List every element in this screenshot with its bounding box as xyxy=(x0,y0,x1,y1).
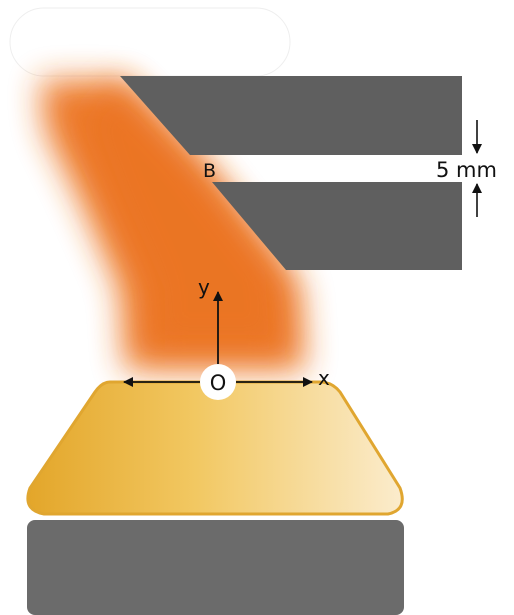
melt-pool xyxy=(26,380,404,516)
top-pill xyxy=(9,7,291,77)
y-axis-label: y xyxy=(198,275,210,299)
point-b-label: B xyxy=(203,160,216,182)
gap-dimension-label: 5 mm xyxy=(436,158,497,182)
origin-label: O xyxy=(210,371,227,395)
laser-beam-core xyxy=(80,78,285,350)
nozzle-lower-plate xyxy=(212,182,462,270)
substrate xyxy=(27,520,404,615)
x-axis-label: x xyxy=(318,366,330,390)
nozzle-upper-plate xyxy=(120,76,462,155)
origin-marker xyxy=(200,364,236,400)
